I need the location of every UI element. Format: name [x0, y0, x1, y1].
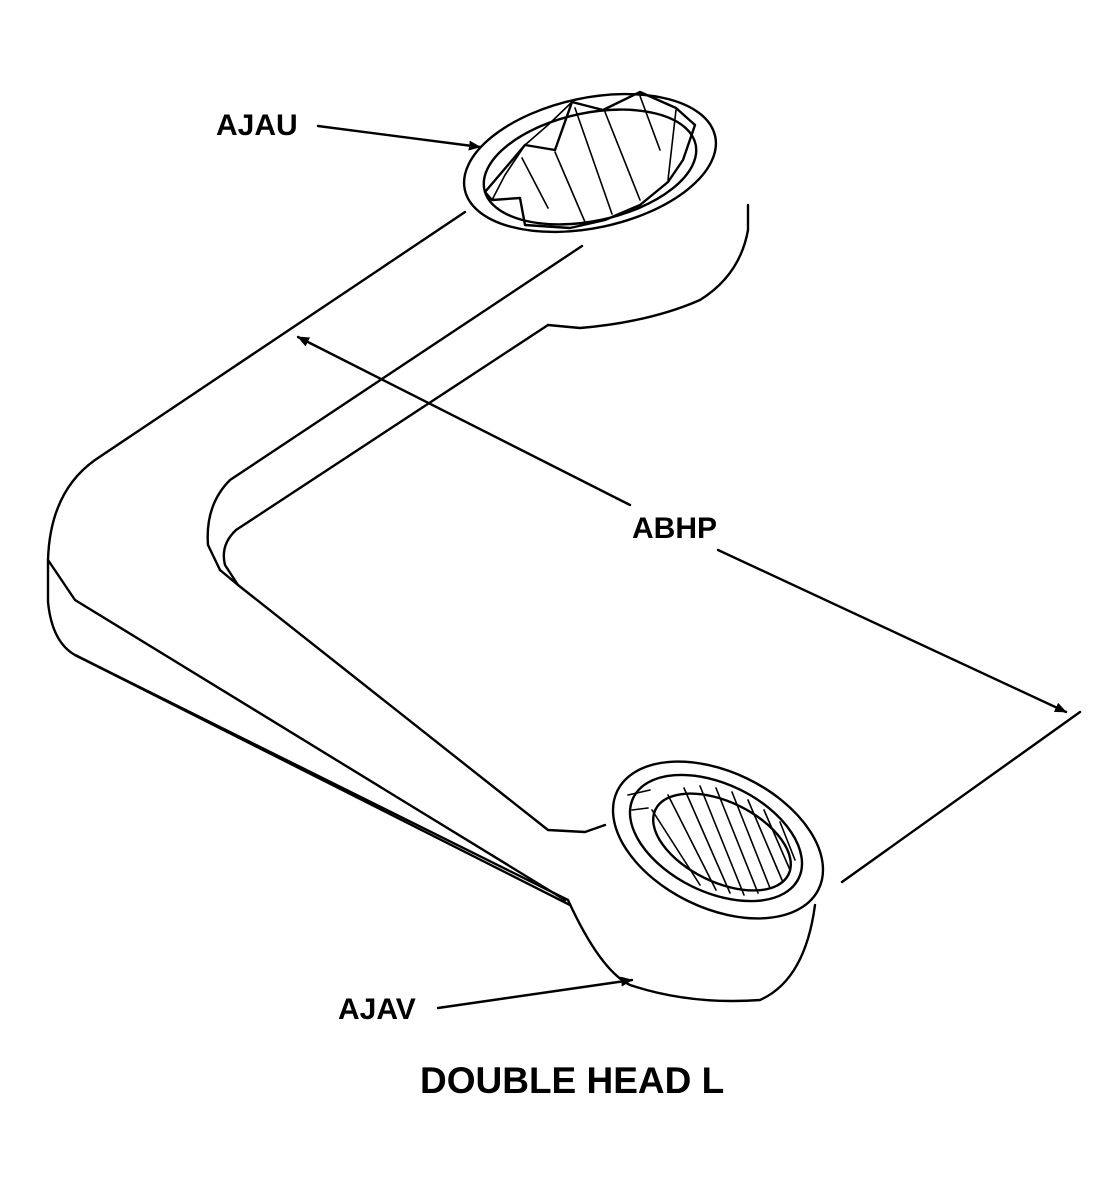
wrench-body [46, 203, 817, 1003]
abhp-dim-lower [716, 548, 1068, 714]
label-ajau: AJAU [216, 109, 298, 142]
callout-lines [296, 124, 1082, 1010]
lower-box-end [611, 760, 825, 920]
abhp-dim-upper [296, 335, 632, 507]
abhp-extension [840, 710, 1082, 884]
caption: DOUBLE HEAD L [420, 1060, 725, 1101]
label-ajav: AJAV [338, 993, 416, 1026]
ajav-leader [436, 976, 634, 1010]
upper-box-end [462, 90, 718, 234]
ajau-leader [316, 124, 482, 151]
label-abhp: ABHP [632, 512, 718, 545]
